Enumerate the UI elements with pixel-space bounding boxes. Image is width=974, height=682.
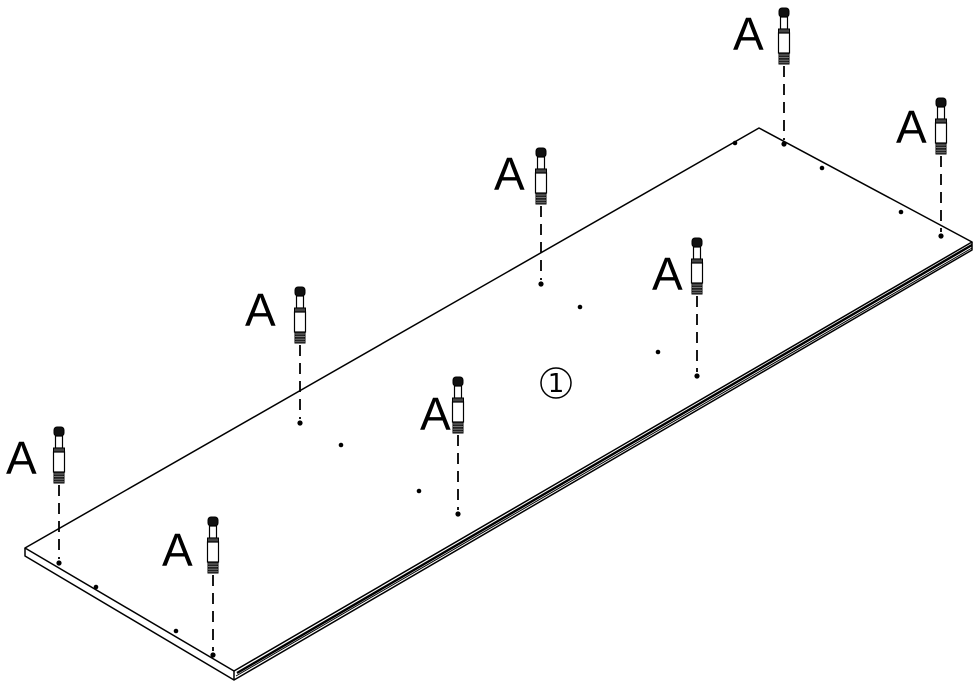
dowel-a: A (245, 284, 307, 426)
dowel-hole (538, 281, 544, 287)
dowel-a: A (420, 376, 465, 517)
dowel-thread (294, 331, 306, 344)
dowel-group: A A A A A A A A (6, 7, 948, 658)
hole (655, 349, 661, 355)
dowel-neck (936, 106, 946, 120)
dowel-body (534, 172, 548, 194)
dowel-cap (778, 7, 790, 18)
dowel-thread (452, 421, 464, 434)
dowel-thread (53, 471, 65, 484)
dowel-thread (535, 192, 547, 205)
hole (416, 488, 422, 494)
dowel-label: A (6, 432, 37, 484)
dowel-hole (694, 373, 700, 379)
dowel-label: A (245, 284, 276, 336)
dowel-a: A (652, 237, 704, 379)
dowel-cap (691, 237, 703, 248)
dowel-cap (935, 97, 947, 108)
dowel-thread (207, 561, 219, 574)
dowel-cap (452, 376, 464, 387)
dowel-neck (453, 385, 463, 399)
hole (173, 628, 179, 634)
dowel-cap (53, 426, 65, 437)
dowel-label: A (733, 8, 764, 60)
dowel-body (690, 262, 704, 284)
dowel-hole (938, 233, 944, 239)
hole (93, 584, 99, 590)
hole (732, 140, 738, 146)
dowel-a: A (6, 426, 66, 566)
dowel-a: A (162, 516, 220, 658)
hole (577, 304, 583, 310)
panel-part-number: 1 (540, 367, 572, 399)
dowel-body (934, 122, 948, 144)
hole (819, 165, 825, 171)
dowel-collar (452, 397, 464, 403)
dowel-a: A (896, 97, 948, 239)
dowel-thread (691, 282, 703, 295)
dowel-body (206, 541, 220, 563)
dowel-neck (54, 435, 64, 449)
panel-top-face (24, 127, 973, 672)
panel-board (24, 127, 973, 681)
dowel-body (293, 311, 307, 333)
dowel-hole (455, 511, 461, 517)
dowel-hole (56, 560, 62, 566)
dowel-body (52, 451, 66, 473)
dowel-label: A (896, 101, 927, 153)
dowel-a: A (733, 7, 791, 147)
hole (898, 209, 904, 215)
dowel-collar (691, 258, 703, 264)
dowel-cap (207, 516, 219, 527)
dowel-collar (53, 447, 65, 453)
dowel-hole (781, 141, 787, 147)
dowel-cap (294, 286, 306, 297)
part-number-text: 1 (548, 369, 565, 399)
panel-edge-band-inner (235, 247, 973, 677)
dowel-label: A (494, 148, 525, 200)
dowel-label: A (420, 388, 451, 440)
dowel-hole (210, 652, 216, 658)
dowel-neck (295, 295, 305, 309)
dowel-a: A (494, 147, 548, 287)
hole (338, 442, 344, 448)
empty-holes (93, 140, 904, 634)
dowel-collar (294, 307, 306, 313)
dowel-body (451, 401, 465, 423)
dowel-neck (208, 525, 218, 539)
part-number-circle (540, 367, 572, 399)
dowel-label: A (652, 248, 683, 300)
dowel-body (777, 32, 791, 54)
dowel-neck (536, 156, 546, 170)
dowel-hole (297, 420, 303, 426)
dowel-label: A (162, 524, 193, 576)
dowel-thread (935, 142, 947, 155)
dowel-collar (535, 168, 547, 174)
dowel-thread (778, 52, 790, 65)
panel-edge-band (236, 243, 973, 675)
dowel-neck (692, 246, 702, 260)
dowel-neck (779, 16, 789, 30)
dowel-cap (535, 147, 547, 158)
